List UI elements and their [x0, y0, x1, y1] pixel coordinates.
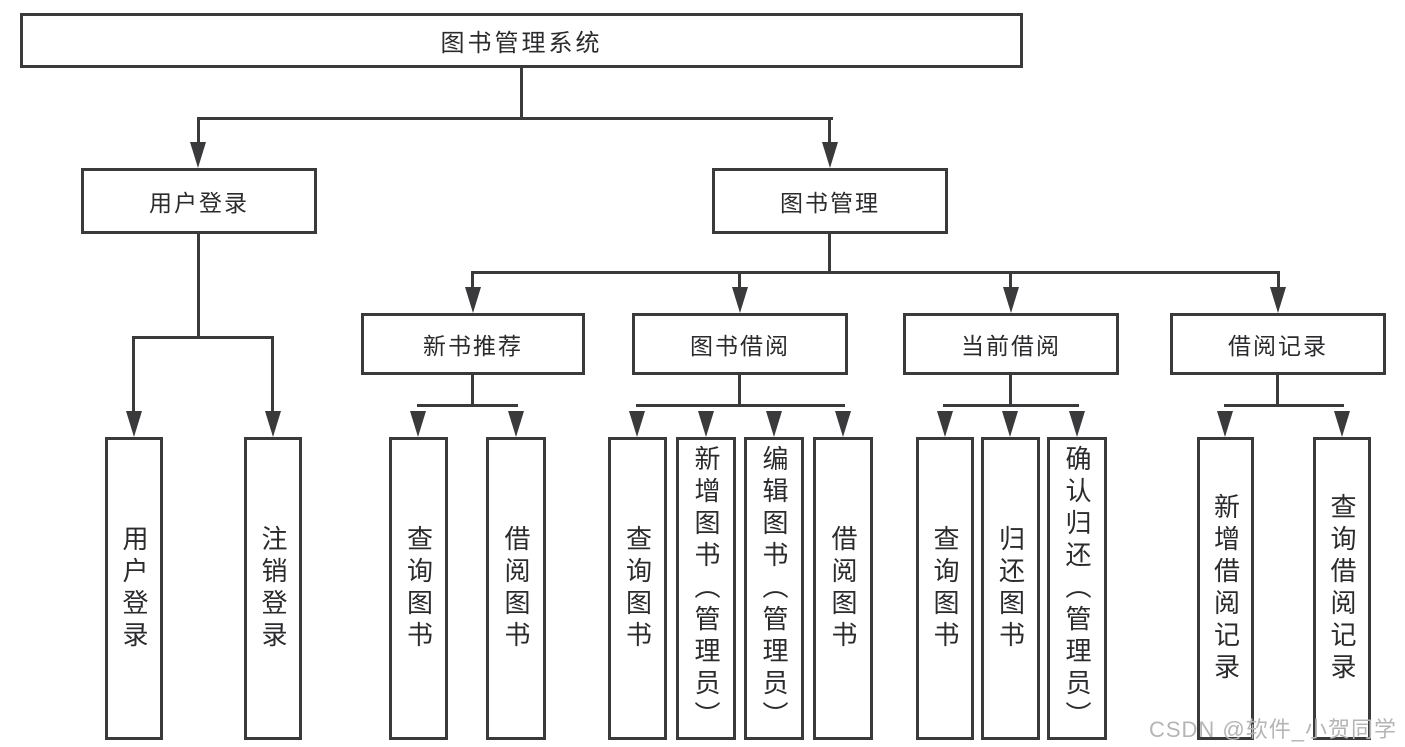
- connector-borrowrecords-stem: [1276, 375, 1279, 405]
- arrow-to-borrow-records: [1270, 287, 1286, 313]
- connector-currentborrow-hline: [943, 404, 1079, 407]
- arrow-to-book-mgmt: [822, 142, 838, 168]
- arrow-to-leaf-query-record: [1334, 411, 1350, 437]
- node-leaf-query-book-1: 查询图书: [389, 437, 448, 740]
- node-leaf-query-book-2-label: 查询图书: [622, 524, 653, 653]
- node-leaf-borrow-book-2: 借阅图书: [813, 437, 873, 740]
- node-leaf-add-record-label: 新增借阅记录: [1210, 492, 1241, 685]
- node-root-label: 图书管理系统: [440, 30, 603, 57]
- arrow-to-leaf-confirm-return: [1069, 411, 1085, 437]
- connector-root-hline: [197, 117, 833, 120]
- node-leaf-query-record-label: 查询借阅记录: [1327, 492, 1357, 685]
- node-user-login: 用户登录: [81, 168, 317, 234]
- node-new-book-rec: 新书推荐: [361, 313, 585, 375]
- node-leaf-query-book-2: 查询图书: [608, 437, 667, 740]
- connector-newbookrec-stem: [471, 375, 474, 405]
- connector-root-right-drop: [828, 117, 831, 144]
- node-leaf-add-book: 新增图书（管理员）: [676, 437, 736, 740]
- arrow-to-leaf-edit-book: [766, 411, 782, 437]
- node-leaf-return-book-label: 归还图书: [995, 524, 1026, 653]
- arrow-to-book-borrow: [732, 287, 748, 313]
- connector-root-left-drop: [197, 117, 200, 144]
- node-book-mgmt: 图书管理: [712, 168, 948, 234]
- node-leaf-edit-book: 编辑图书（管理员）: [744, 437, 804, 740]
- node-leaf-add-record: 新增借阅记录: [1197, 437, 1254, 740]
- node-new-book-rec-label: 新书推荐: [423, 333, 523, 359]
- node-leaf-confirm-return-label: 确认归还（管理员）: [1062, 444, 1092, 733]
- arrow-to-user-login: [190, 142, 206, 168]
- connector-bookmgmt-drop-2: [738, 271, 741, 289]
- node-leaf-query-book-3-label: 查询图书: [930, 524, 960, 653]
- connector-bookborrow-hline: [636, 404, 845, 407]
- arrow-to-leaf-add-book: [698, 411, 714, 437]
- arrow-to-leaf-borrow-book-1: [508, 411, 524, 437]
- node-leaf-borrow-book-1: 借阅图书: [486, 437, 546, 740]
- connector-bookborrow-stem: [738, 375, 741, 405]
- node-leaf-user-login-label: 用户登录: [119, 524, 149, 653]
- arrow-to-leaf-query-book-1: [410, 411, 426, 437]
- node-leaf-add-book-label: 新增图书（管理员）: [691, 444, 721, 733]
- arrow-to-leaf-user-login: [126, 411, 142, 437]
- arrow-to-leaf-borrow-book-2: [835, 411, 851, 437]
- node-root: 图书管理系统: [20, 13, 1023, 68]
- node-book-borrow: 图书借阅: [632, 313, 848, 375]
- node-leaf-logout-label: 注销登录: [258, 524, 288, 653]
- node-leaf-logout: 注销登录: [244, 437, 302, 740]
- arrow-to-leaf-query-book-2: [629, 411, 645, 437]
- node-leaf-borrow-book-2-label: 借阅图书: [828, 524, 858, 653]
- arrow-to-current-borrow: [1003, 287, 1019, 313]
- connector-newbookrec-hline: [417, 404, 518, 407]
- node-book-mgmt-label: 图书管理: [780, 190, 880, 216]
- csdn-watermark: CSDN @软件_小贺同学: [1148, 717, 1397, 742]
- node-leaf-query-book-1-label: 查询图书: [403, 524, 434, 653]
- connector-bookmgmt-stem: [828, 234, 831, 274]
- arrow-to-leaf-add-record: [1217, 411, 1233, 437]
- node-borrow-records: 借阅记录: [1170, 313, 1386, 375]
- connector-userlogin-drop-2: [271, 336, 274, 413]
- connector-userlogin-hline: [132, 336, 274, 339]
- arrow-to-leaf-query-book-3: [937, 411, 953, 437]
- connector-bookmgmt-drop-1: [471, 271, 474, 289]
- node-leaf-query-record: 查询借阅记录: [1313, 437, 1371, 740]
- connector-borrowrecords-hline: [1224, 404, 1344, 407]
- connector-userlogin-drop-1: [132, 336, 135, 413]
- node-leaf-user-login: 用户登录: [105, 437, 163, 740]
- connector-bookmgmt-drop-3: [1009, 271, 1012, 289]
- arrow-to-leaf-return-book: [1002, 411, 1018, 437]
- connector-bookmgmt-drop-4: [1277, 271, 1280, 289]
- node-leaf-confirm-return: 确认归还（管理员）: [1047, 437, 1107, 740]
- node-current-borrow-label: 当前借阅: [961, 333, 1061, 359]
- connector-currentborrow-stem: [1009, 375, 1012, 405]
- node-leaf-borrow-book-1-label: 借阅图书: [501, 524, 531, 653]
- node-current-borrow: 当前借阅: [903, 313, 1119, 375]
- node-leaf-edit-book-label: 编辑图书（管理员）: [759, 444, 789, 733]
- node-leaf-return-book: 归还图书: [981, 437, 1040, 740]
- node-borrow-records-label: 借阅记录: [1228, 333, 1328, 359]
- arrow-to-new-book-rec: [465, 287, 481, 313]
- arrow-to-leaf-logout: [265, 411, 281, 437]
- node-leaf-query-book-3: 查询图书: [916, 437, 974, 740]
- node-book-borrow-label: 图书借阅: [690, 333, 790, 359]
- connector-root-stem: [520, 68, 523, 118]
- node-user-login-label: 用户登录: [149, 190, 249, 216]
- connector-bookmgmt-hline: [471, 271, 1280, 274]
- connector-userlogin-stem: [197, 234, 200, 336]
